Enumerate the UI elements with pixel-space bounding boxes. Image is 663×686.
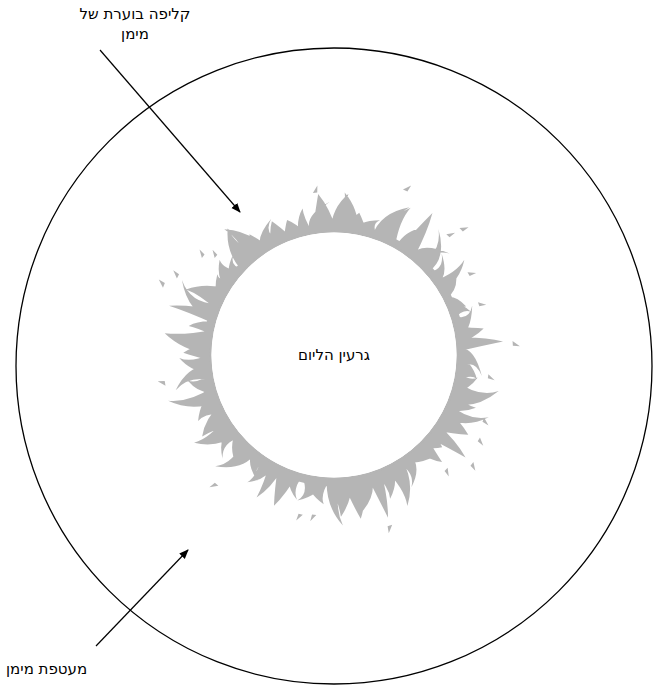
flame-shapes xyxy=(158,185,520,533)
core-circle: גרעין הליום xyxy=(211,232,457,478)
envelope-callout: מעטפת מימן xyxy=(6,659,136,679)
leader-arrow xyxy=(96,550,188,646)
core-fill xyxy=(212,233,456,477)
leader-arrow xyxy=(100,50,240,212)
burning-shell xyxy=(158,185,520,533)
core-label: גרעין הליום xyxy=(298,346,370,364)
hydrogen-envelope-outline xyxy=(16,48,652,684)
shell-callout: קליפה בוערת של מימן xyxy=(68,4,202,44)
